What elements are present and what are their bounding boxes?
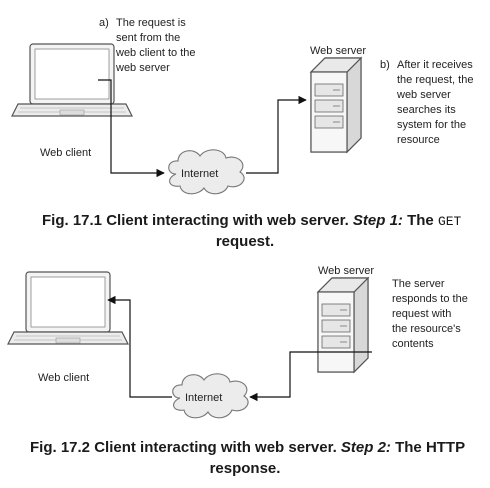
request-arrow-to-server xyxy=(246,95,307,174)
figure-1-caption-text: Fig. 17.1 Client interacting with web se… xyxy=(42,212,353,229)
step-a-line-3: web client to the xyxy=(115,47,196,59)
step-b-marker: b) xyxy=(380,59,390,71)
server-note-line-4: the resource's xyxy=(392,323,461,335)
figure-2-caption-line-2: response. xyxy=(210,460,281,477)
step-a-line-4: web server xyxy=(115,62,170,74)
server-note-line-3: request with xyxy=(392,308,451,320)
step-b-line-2: the request, the xyxy=(397,74,473,86)
figure-2-caption-text: Fig. 17.2 Client interacting with web se… xyxy=(30,439,341,456)
figure-1-caption-line-1: Fig. 17.1 Client interacting with web se… xyxy=(42,212,462,229)
web-server-label: Web server xyxy=(310,45,366,57)
step-b-line-5: system for the xyxy=(397,119,466,131)
figure-1-caption-the: The xyxy=(403,212,438,229)
web-client-laptop-icon xyxy=(7,271,129,345)
figure-1-caption-step: Step 1: xyxy=(353,212,403,229)
request-arrow-to-internet xyxy=(98,79,165,178)
server-note-line-5: contents xyxy=(392,338,434,350)
web-client-laptop-icon xyxy=(11,43,133,117)
step-a-line-2: sent from the xyxy=(116,32,180,44)
step-b-line-1: After it receives xyxy=(397,59,473,71)
web-server-icon xyxy=(317,277,369,373)
web-server-label: Web server xyxy=(318,265,374,277)
figure-1-caption-code: GET xyxy=(438,214,462,229)
figure-1: Web client a) The request is sent from t… xyxy=(11,17,473,250)
figure-2-caption-rest: The HTTP xyxy=(391,439,465,456)
step-b-line-6: resource xyxy=(397,134,440,146)
server-note-line-2: responds to the xyxy=(392,293,468,305)
figure-2-caption-line-1: Fig. 17.2 Client interacting with web se… xyxy=(30,439,465,456)
figure-2: Web client Web server The server respond… xyxy=(7,265,468,477)
internet-label: Internet xyxy=(181,168,218,180)
internet-label: Internet xyxy=(185,392,222,404)
figure-1-caption-line-2: request. xyxy=(216,233,274,250)
step-a-marker: a) xyxy=(99,17,109,29)
response-arrow-to-internet xyxy=(249,351,372,402)
server-note-line-1: The server xyxy=(392,278,445,290)
step-b-line-4: searches its xyxy=(397,104,456,116)
step-b-line-3: web server xyxy=(396,89,451,101)
response-arrow-to-client xyxy=(107,295,172,398)
figure-2-caption-step: Step 2: xyxy=(341,439,391,456)
web-client-label: Web client xyxy=(40,147,91,159)
web-client-label: Web client xyxy=(38,372,89,384)
web-server-icon xyxy=(310,57,362,153)
step-a-line-1: The request is xyxy=(116,17,186,29)
